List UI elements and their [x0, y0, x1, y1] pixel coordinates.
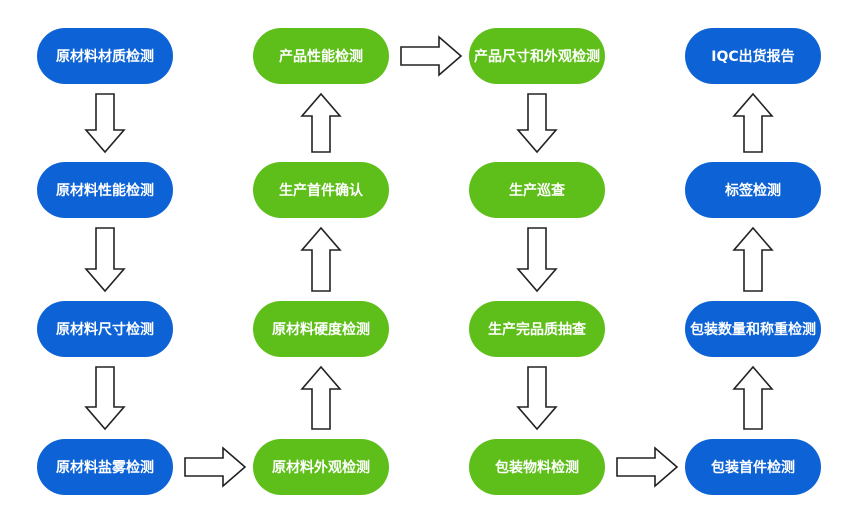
- node-product-performance: 产品性能检测: [253, 28, 389, 84]
- node-raw-material-composition: 原材料材质检测: [37, 28, 173, 84]
- node-packaging-first-article: 包装首件检测: [685, 439, 821, 495]
- flow-arrow-n3-n4: [84, 366, 126, 431]
- flow-arrow-n4-n5: [184, 446, 247, 488]
- node-raw-material-appearance: 原材料外观检测: [253, 439, 389, 495]
- node-label-check: 标签检测: [685, 162, 821, 218]
- flow-arrow-n8-n9: [400, 35, 463, 77]
- node-packaging-quantity-weight: 包装数量和称重检测: [685, 301, 821, 357]
- node-packaging-material: 包装物料检测: [469, 439, 605, 495]
- node-raw-material-performance: 原材料性能检测: [37, 162, 173, 218]
- node-raw-material-dimension: 原材料尺寸检测: [37, 301, 173, 357]
- flow-arrow-n7-n8: [300, 92, 342, 153]
- flow-arrow-n5-n6: [300, 365, 342, 430]
- flow-arrow-n2-n3: [84, 227, 126, 293]
- flow-arrow-n10-n11: [516, 227, 558, 293]
- node-iqc-shipping-report: IQC出货报告: [685, 28, 821, 84]
- node-raw-material-salt-spray: 原材料盐雾检测: [37, 439, 173, 495]
- flow-arrow-n14-n15: [732, 226, 774, 292]
- node-finished-quality-sampling: 生产完品质抽查: [469, 301, 605, 357]
- flow-arrow-n9-n10: [516, 93, 558, 154]
- node-raw-material-hardness: 原材料硬度检测: [253, 301, 389, 357]
- node-product-dimension-appearance: 产品尺寸和外观检测: [469, 28, 605, 84]
- flow-arrow-n6-n7: [300, 226, 342, 292]
- flow-arrow-n13-n14: [732, 365, 774, 430]
- flow-arrow-n12-n13: [616, 446, 679, 488]
- flow-arrow-n1-n2: [84, 93, 126, 154]
- node-first-article-confirmation: 生产首件确认: [253, 162, 389, 218]
- flow-arrow-n11-n12: [516, 366, 558, 431]
- flow-arrow-n15-n16: [732, 92, 774, 153]
- node-production-patrol: 生产巡查: [469, 162, 605, 218]
